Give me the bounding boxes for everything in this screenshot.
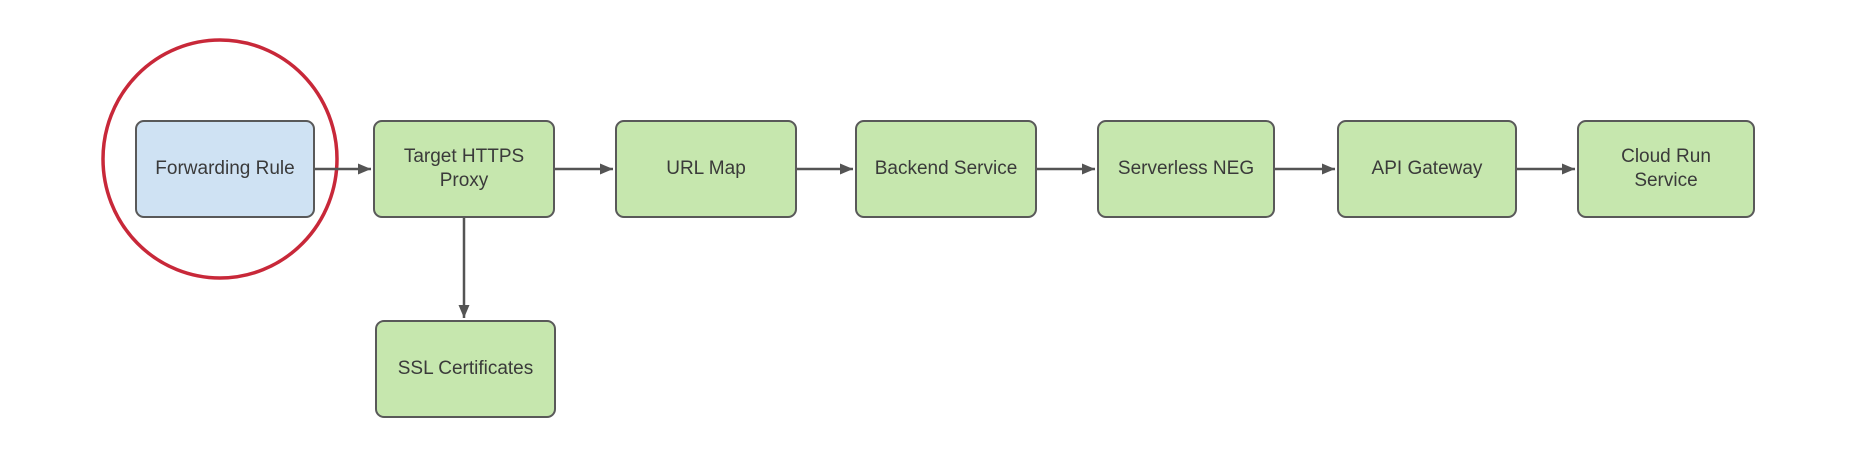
node-label: SSL Certificates (397, 358, 534, 380)
node-backend-service: Backend Service (855, 120, 1037, 218)
node-forwarding-rule: Forwarding Rule (135, 120, 315, 218)
node-serverless-neg: Serverless NEG (1097, 120, 1275, 218)
node-label: Serverless NEG (1117, 158, 1255, 180)
node-ssl-certificates: SSL Certificates (375, 320, 556, 418)
node-label: Backend Service (874, 158, 1018, 180)
node-target-https-proxy: Target HTTPS Proxy (373, 120, 555, 218)
node-cloud-run-service: Cloud Run Service (1577, 120, 1755, 218)
node-label: API Gateway (1371, 158, 1483, 180)
node-url-map: URL Map (615, 120, 797, 218)
node-label: Forwarding Rule (155, 158, 295, 180)
node-label: URL Map (666, 158, 746, 180)
node-label: Cloud Run Service (1621, 146, 1711, 191)
node-label: Target HTTPS Proxy (403, 146, 525, 191)
node-api-gateway: API Gateway (1337, 120, 1517, 218)
highlight-circle (101, 38, 339, 280)
